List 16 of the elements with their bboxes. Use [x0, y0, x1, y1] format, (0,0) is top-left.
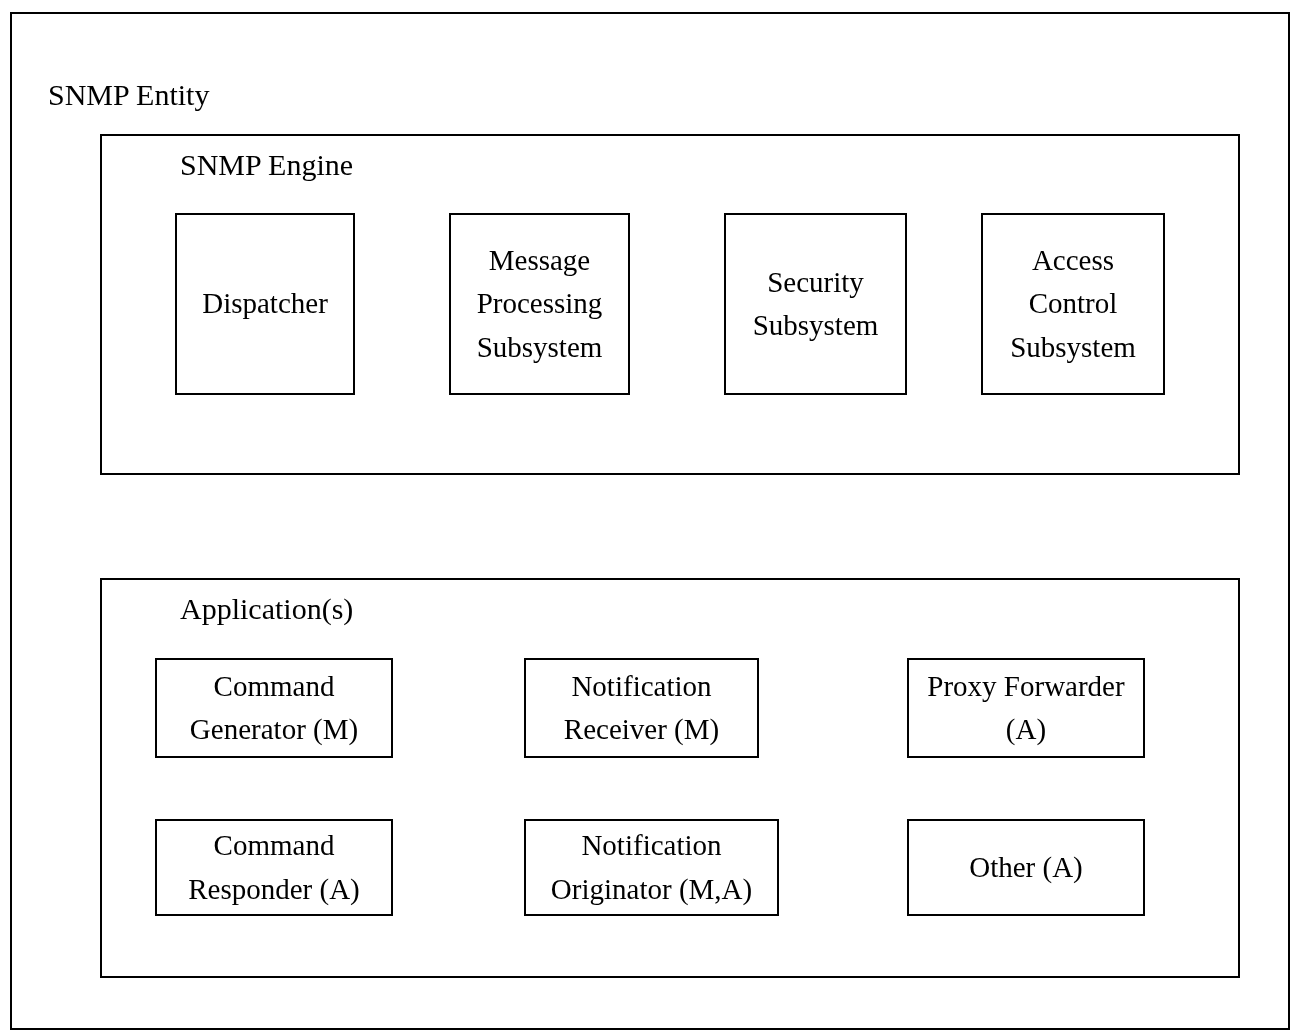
component-box: Command Generator (M): [155, 658, 393, 758]
group-box: [10, 12, 1290, 1030]
component-box: Command Responder (A): [155, 819, 393, 916]
component-box: Notification Originator (M,A): [524, 819, 779, 916]
group-heading: SNMP Entity: [48, 78, 210, 112]
group-heading: SNMP Engine: [180, 148, 354, 182]
component-box: Access Control Subsystem: [981, 213, 1165, 395]
group-box: [100, 134, 1240, 475]
group-heading: Application(s): [180, 592, 354, 626]
component-box: Notification Receiver (M): [524, 658, 759, 758]
component-box: Proxy Forwarder (A): [907, 658, 1145, 758]
group-box: [100, 578, 1240, 978]
component-box: Message Processing Subsystem: [449, 213, 630, 395]
component-box: Other (A): [907, 819, 1145, 916]
component-box: Security Subsystem: [724, 213, 907, 395]
component-box: Dispatcher: [175, 213, 355, 395]
